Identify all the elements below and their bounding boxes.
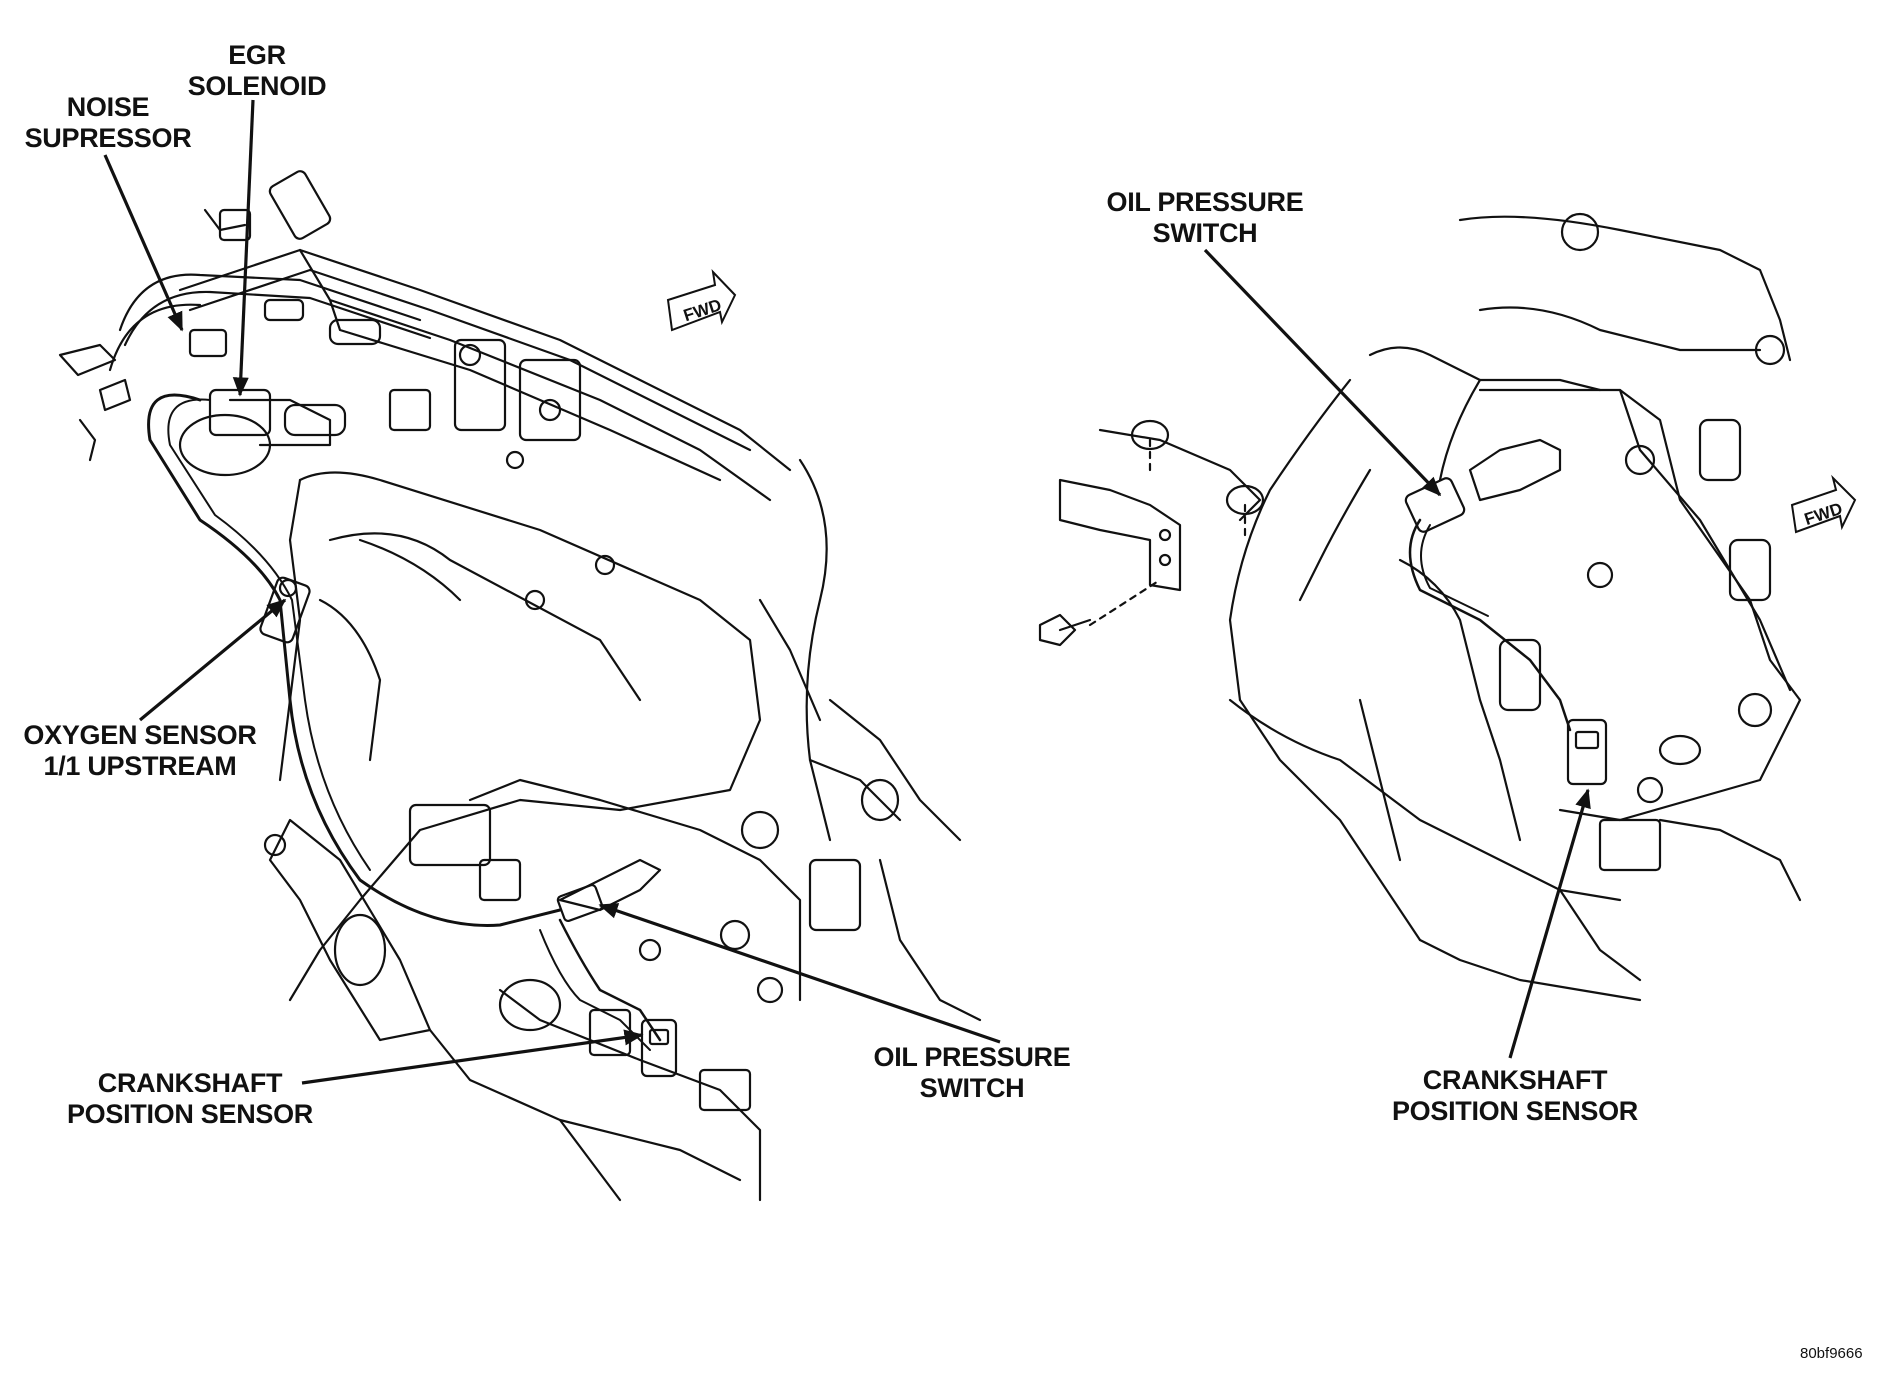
fwd-arrow-left-icon: FWD	[666, 269, 737, 332]
leader-crankshaft-right	[1508, 788, 1591, 1059]
leader-egr-solenoid	[232, 99, 255, 397]
label-oil-pressure-right: OIL PRESSURE SWITCH	[1106, 187, 1304, 248]
label-oxygen-sensor: OXYGEN SENSOR 1/1 UPSTREAM	[23, 720, 257, 781]
label-noise-suppressor: NOISE SUPRESSOR	[24, 92, 192, 153]
fwd-arrow-right-icon: FWD	[1790, 474, 1857, 534]
leader-noise-suppressor	[103, 154, 184, 332]
leader-oil-pressure-right	[1203, 248, 1442, 497]
label-crankshaft-left: CRANKSHAFT POSITION SENSOR	[66, 1068, 314, 1129]
label-crankshaft-right: CRANKSHAFT POSITION SENSOR	[1391, 1065, 1639, 1126]
image-code: 80bf9666	[1800, 1345, 1863, 1362]
label-oil-pressure-left: OIL PRESSURE SWITCH	[873, 1042, 1071, 1103]
right-engine-drawing	[1038, 212, 1802, 1002]
label-egr-solenoid: EGR SOLENOID	[187, 40, 327, 101]
left-engine-drawing	[58, 170, 982, 1202]
leader-lines	[103, 99, 1591, 1085]
leader-oil-pressure-left	[598, 903, 1001, 1044]
leader-crankshaft-left	[301, 1029, 644, 1085]
leader-oxygen-sensor	[138, 598, 287, 722]
